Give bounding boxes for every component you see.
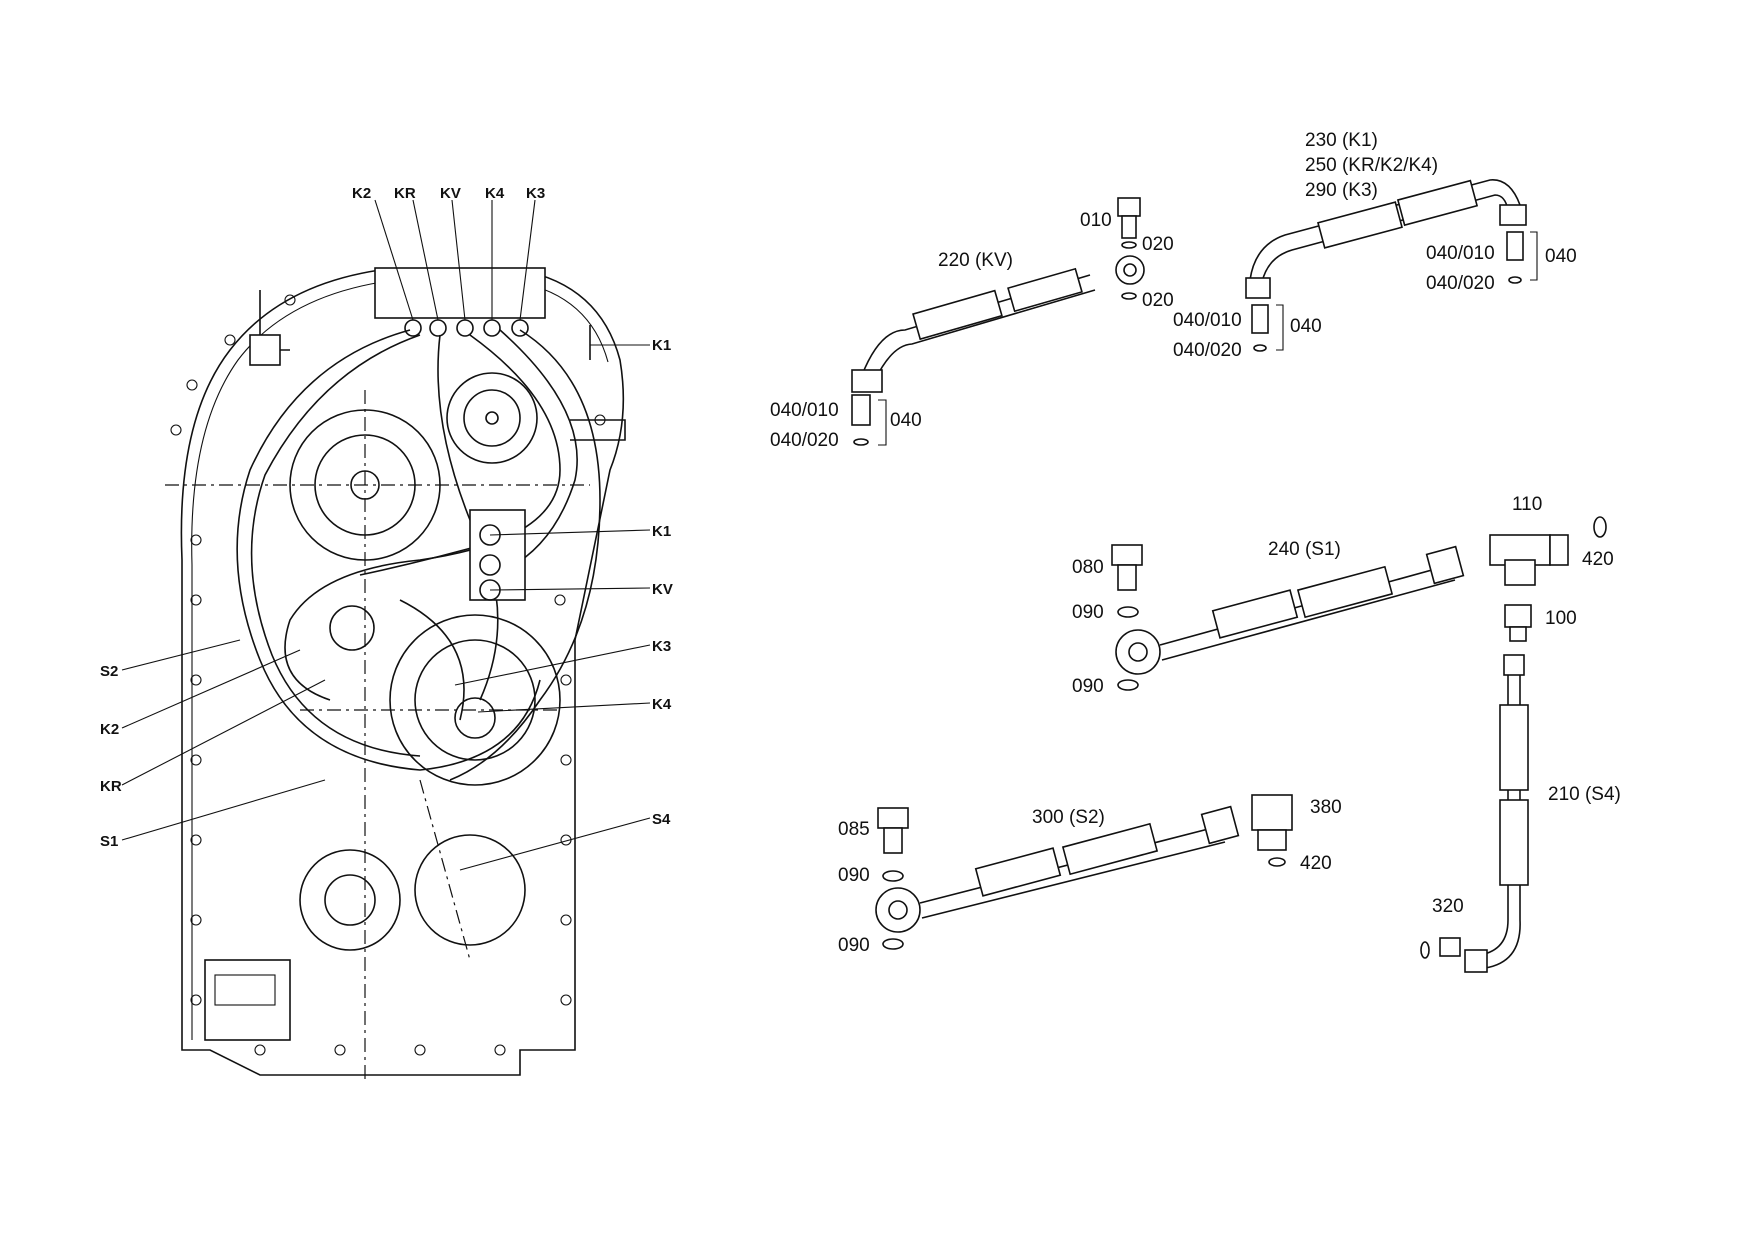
- label-top-K3: K3: [526, 185, 545, 202]
- label-010: 010: [1080, 210, 1112, 231]
- label-kv-040-010: 040/010: [770, 400, 839, 421]
- label-090-a: 090: [1072, 602, 1104, 623]
- label-kv-040: 040: [890, 410, 922, 431]
- label-right-KV: KV: [652, 581, 673, 598]
- label-230-k1: 230 (K1): [1305, 130, 1378, 151]
- bolt-080: [1111, 544, 1143, 691]
- label-right-K3: K3: [652, 638, 671, 655]
- label-left-KR: KR: [100, 778, 122, 795]
- label-090-d: 090: [838, 935, 870, 956]
- hose-210-s4: [1464, 654, 1529, 973]
- top-leaders: [374, 199, 536, 321]
- label-right-K1-top: K1: [652, 337, 671, 354]
- fitting-320: [1420, 937, 1461, 959]
- label-right-K1: K1: [652, 523, 671, 540]
- label-220-kv: 220 (KV): [938, 250, 1013, 271]
- label-090-c: 090: [838, 865, 870, 886]
- label-top-K2: K2: [352, 185, 371, 202]
- label-090-b: 090: [1072, 676, 1104, 697]
- hose-230-250-290: [1245, 179, 1527, 299]
- label-left-K2: K2: [100, 721, 119, 738]
- bolt-holes: [170, 294, 606, 1056]
- valve-ports: [404, 319, 529, 337]
- fitting-kv: [851, 394, 887, 446]
- label-top-KV: KV: [440, 185, 461, 202]
- fitting-380: [1251, 794, 1293, 867]
- label-420-b: 420: [1300, 853, 1332, 874]
- label-k1l-040-010: 040/010: [1173, 310, 1242, 331]
- label-right-S4: S4: [652, 811, 671, 828]
- label-right-K4: K4: [652, 696, 672, 713]
- label-left-S1: S1: [100, 833, 118, 850]
- label-020-a: 020: [1142, 234, 1174, 255]
- fitting-k1-left: [1251, 304, 1284, 352]
- label-085: 085: [838, 819, 870, 840]
- hose-300-s2: [875, 805, 1240, 933]
- label-020-b: 020: [1142, 290, 1174, 311]
- label-left-S2: S2: [100, 663, 118, 680]
- label-240-s1: 240 (S1): [1268, 539, 1341, 560]
- label-290-k3: 290 (K3): [1305, 180, 1378, 201]
- label-k1r-040-020: 040/020: [1426, 273, 1495, 294]
- label-420-a: 420: [1582, 549, 1614, 570]
- bolt-085: [877, 807, 909, 950]
- label-top-KR: KR: [394, 185, 416, 202]
- label-250-kr-k2-k4: 250 (KR/K2/K4): [1305, 155, 1438, 176]
- right-leaders: [454, 344, 651, 871]
- label-080: 080: [1072, 557, 1104, 578]
- label-kv-040-020: 040/020: [770, 430, 839, 451]
- label-320: 320: [1432, 896, 1464, 917]
- left-leaders: [121, 639, 326, 841]
- fitting-k1-right: [1506, 231, 1538, 284]
- label-380: 380: [1310, 797, 1342, 818]
- hose-220-kv: [851, 255, 1145, 393]
- fitting-100: [1504, 604, 1532, 642]
- label-k1r-040: 040: [1545, 246, 1577, 267]
- label-300-s2: 300 (S2): [1032, 807, 1105, 828]
- label-100: 100: [1545, 608, 1577, 629]
- label-k1l-040-020: 040/020: [1173, 340, 1242, 361]
- tee-110: [1489, 516, 1607, 586]
- bolt-010: [1117, 197, 1141, 300]
- label-top-K4: K4: [485, 185, 505, 202]
- left-view-labels: K2 KR KV K4 K3 K1 K1 KV K3 K4 S4 S2 K2 K…: [100, 185, 673, 850]
- hose-240-s1: [1115, 545, 1465, 675]
- label-110: 110: [1512, 494, 1542, 515]
- label-k1l-040: 040: [1290, 316, 1322, 337]
- label-210-s4: 210 (S4): [1548, 784, 1621, 805]
- transmission-housing-view: [121, 199, 651, 1080]
- label-k1r-040-010: 040/010: [1426, 243, 1495, 264]
